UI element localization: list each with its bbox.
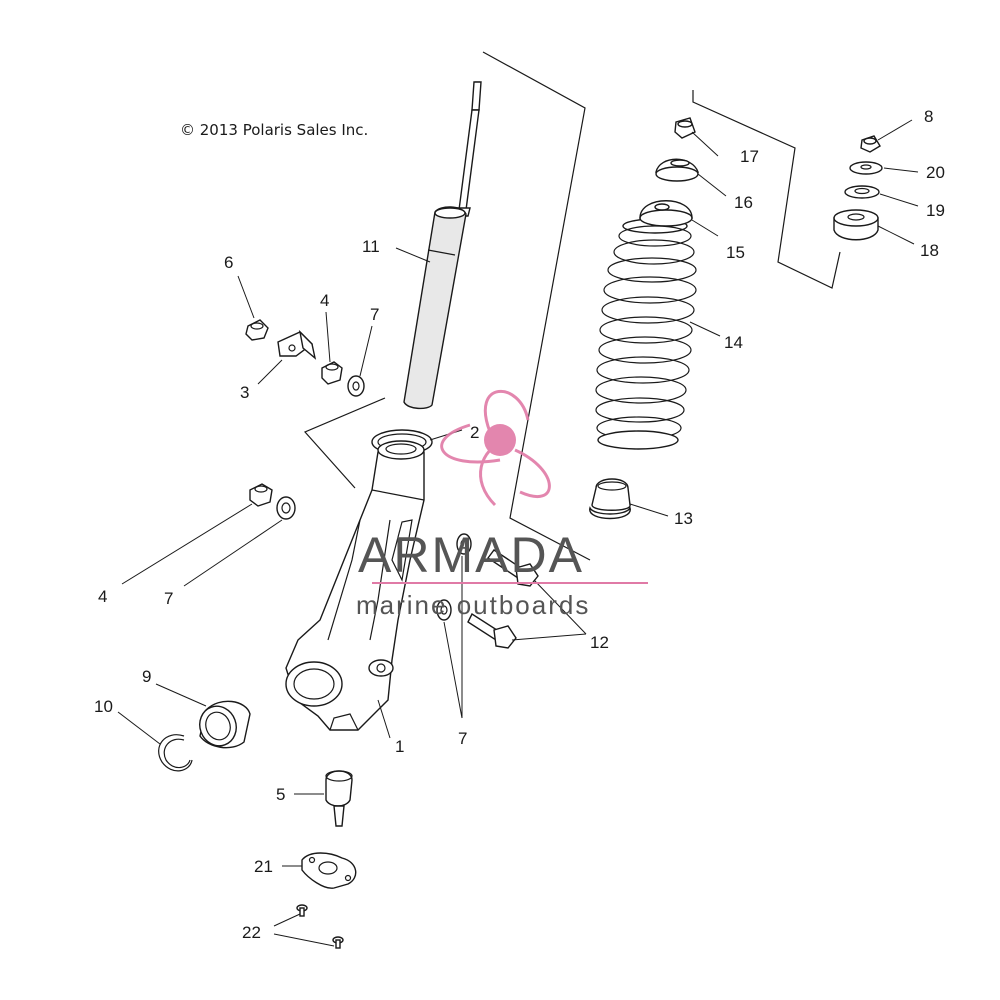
callout-3: 3 [240,383,249,402]
callout-7-upper: 7 [370,305,379,324]
callout-9: 9 [142,667,151,686]
strut-shock[interactable] [403,81,482,410]
callout-19: 19 [926,201,945,220]
screw-22-lower[interactable] [332,936,344,949]
callout-8: 8 [924,107,933,126]
callout-11: 11 [362,237,380,256]
callout-2: 2 [470,423,479,442]
jounce-bumper[interactable] [589,478,631,520]
nut-6[interactable] [245,319,269,341]
callout-22: 22 [242,923,261,942]
callout-18: 18 [920,241,939,260]
screw-22-upper[interactable] [296,904,308,917]
callout-5: 5 [276,785,285,804]
callout-13: 13 [674,509,693,528]
washer-7-lower[interactable] [276,496,296,520]
bracket-3[interactable] [277,329,317,360]
spring-seat[interactable] [639,200,693,227]
watermark-brand: ARMADA [358,527,584,583]
washer-7-bolt-lower[interactable] [436,599,452,621]
coil-spring[interactable] [595,218,697,450]
callout-6: 6 [224,253,233,272]
washer-7-upper[interactable] [347,375,365,397]
callout-14: 14 [724,333,743,352]
callout-4-upper: 4 [320,291,329,310]
callout-21: 21 [254,857,273,876]
callout-16: 16 [734,193,753,212]
callout-7-bolt: 7 [458,729,467,748]
bolt-12-upper[interactable] [486,549,539,587]
bolt-12-lower[interactable] [467,612,517,649]
upper-mount[interactable] [655,158,699,182]
ball-joint[interactable] [325,770,353,827]
nut-4-lower[interactable] [249,483,273,507]
bearing[interactable] [194,700,251,751]
callout-1: 1 [395,737,404,756]
washer-19[interactable] [844,185,880,199]
callout-12: 12 [590,633,609,652]
callout-labels: 1 2 3 4 4 5 6 7 7 7 8 9 10 11 12 13 14 1… [94,107,945,942]
retaining-ring[interactable] [158,734,193,772]
callout-20: 20 [926,163,945,182]
plate[interactable] [301,852,357,889]
mount-isolator[interactable] [833,209,879,241]
steering-knuckle[interactable] [285,440,425,731]
assembly-lines [303,51,841,561]
nut-8[interactable] [860,135,881,153]
nut-17[interactable] [674,117,696,139]
washer-7-bolt-upper[interactable] [456,533,472,555]
nut-4-upper[interactable] [321,361,343,385]
callout-7-lower: 7 [164,589,173,608]
callout-17: 17 [740,147,759,166]
watermark-logo [440,389,551,507]
callout-15: 15 [726,243,745,262]
callout-10: 10 [94,697,113,716]
copyright-text: © 2013 Polaris Sales Inc. [180,121,368,139]
callout-4-lower: 4 [98,587,107,606]
washer-20[interactable] [849,161,883,175]
watermark-tagline: marine outboards [356,590,590,620]
